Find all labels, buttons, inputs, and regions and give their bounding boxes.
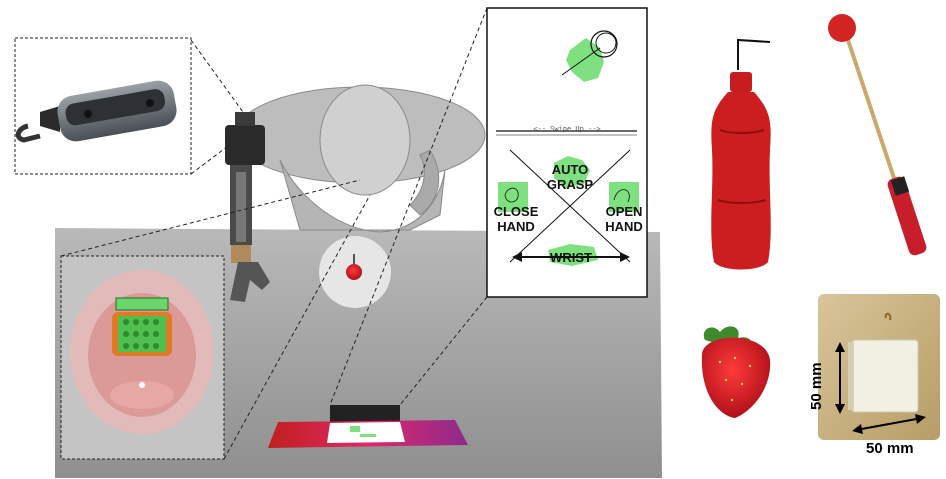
mouth-inset — [61, 256, 224, 459]
camera-inset — [15, 38, 191, 174]
callout-line — [191, 40, 243, 112]
swipe-instruction: <-- Swipe Up --> — [495, 125, 639, 133]
close-hand-line-1: CLOSE — [486, 204, 546, 219]
auto-grasp-line-2: GRASP — [540, 177, 600, 192]
dimension-vertical-label: 50 mm — [808, 362, 825, 410]
auto-grasp-line-1: AUTO — [540, 162, 600, 177]
dimension-horizontal-label: 50 mm — [866, 440, 914, 457]
close-hand-label: CLOSE HAND — [486, 204, 546, 234]
auto-grasp-label: AUTO GRASP — [540, 162, 600, 192]
strawberry-object — [702, 326, 770, 418]
close-hand-line-2: HAND — [486, 219, 546, 234]
wrist-label: WRIST — [541, 250, 601, 265]
target-object — [319, 236, 391, 308]
bottle-object — [711, 40, 770, 270]
open-hand-label: OPEN HAND — [594, 204, 654, 234]
open-hand-line-1: OPEN — [594, 204, 654, 219]
switch-box-object — [818, 294, 940, 440]
stick-object — [828, 14, 928, 257]
open-hand-line-2: HAND — [594, 219, 654, 234]
callout-line — [191, 146, 228, 174]
